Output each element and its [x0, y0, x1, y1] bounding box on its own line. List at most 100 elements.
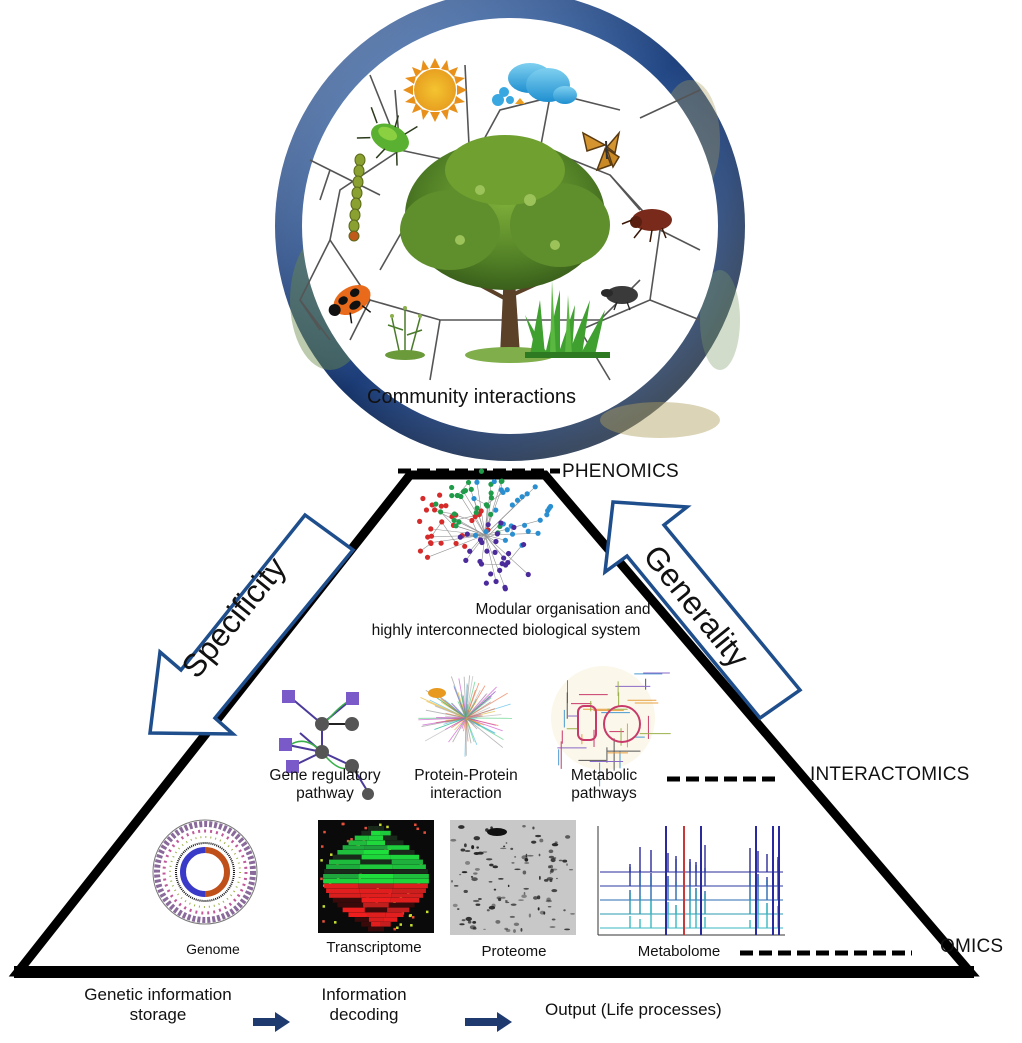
flow-step-decoding-line1: Information	[321, 985, 407, 1004]
heatmap-cell	[373, 826, 379, 831]
grass-icon	[525, 280, 610, 358]
network-node	[443, 503, 449, 509]
ppi-edge	[434, 717, 467, 730]
network-node	[504, 487, 510, 493]
gel-spot	[543, 911, 546, 915]
heatmap-cell	[378, 826, 384, 831]
network-node	[488, 495, 495, 501]
gel-spot	[504, 900, 508, 902]
heatmap-cell	[392, 864, 426, 869]
network-node	[478, 561, 485, 567]
heatmap-cell	[361, 898, 391, 903]
network-node	[493, 578, 499, 585]
ppi-edge	[465, 714, 502, 719]
gel-spot	[551, 889, 558, 893]
heatmap-cell	[378, 926, 384, 932]
gel-spot	[549, 926, 556, 928]
heatmap-cell	[393, 878, 429, 884]
heatmap-spot	[322, 920, 325, 923]
network-edge	[484, 493, 528, 536]
heatmap-cell	[391, 859, 423, 865]
heatmap-spot	[399, 923, 403, 926]
gel-spot	[549, 878, 553, 883]
ppi-edge	[434, 705, 467, 719]
heatmap-cell	[359, 864, 393, 869]
network-node	[498, 520, 504, 526]
network-node	[460, 489, 467, 495]
gel-spot	[556, 877, 558, 880]
network-node	[451, 517, 457, 524]
gel-spot	[513, 929, 516, 933]
network-node	[449, 484, 455, 491]
network-node	[511, 524, 517, 530]
gel-spot	[518, 899, 524, 902]
network-node	[497, 567, 503, 573]
gel-spot	[464, 849, 471, 852]
gel-spot	[514, 868, 521, 871]
heatmap-cell	[354, 917, 369, 922]
heatmap-cell	[348, 840, 367, 845]
gel-spot	[562, 859, 568, 863]
butterfly-icon	[581, 130, 621, 172]
heatmap-cell	[368, 917, 384, 922]
network-edge	[431, 521, 443, 537]
heatmap-cell	[332, 898, 362, 903]
gel-spot	[492, 865, 499, 869]
heatmap-spot	[408, 914, 412, 918]
gel-spot	[453, 884, 459, 887]
aphid-icon	[356, 106, 418, 166]
gel-spot	[522, 824, 526, 828]
network-node	[417, 518, 423, 524]
gel-spot	[514, 855, 517, 858]
gel-spot	[488, 905, 496, 910]
gel-spot	[528, 913, 532, 918]
ppi-edge	[465, 682, 480, 719]
protein-protein-label-line2: interaction	[430, 784, 502, 802]
heatmap-cell	[371, 830, 381, 836]
heatmap-cell	[329, 893, 361, 898]
network-node	[433, 501, 439, 507]
ppi-edge	[465, 717, 485, 726]
heatmap-spot	[320, 859, 323, 862]
specificity-arrow	[148, 512, 356, 736]
network-node	[471, 495, 477, 502]
ppi-edge	[465, 692, 508, 719]
heatmap-spot	[425, 910, 429, 914]
proteome-2d-gel	[450, 820, 576, 935]
gel-spot	[450, 838, 457, 842]
gel-spot	[473, 872, 478, 875]
heatmap-spot	[322, 905, 326, 908]
gel-spot	[551, 843, 559, 847]
network-edge	[457, 482, 469, 496]
gel-spot	[513, 922, 520, 927]
gel-spot	[475, 903, 481, 906]
ppi-edge	[463, 717, 467, 732]
network-node	[547, 503, 554, 510]
network-edge	[427, 534, 486, 558]
network-node	[474, 479, 480, 485]
heatmap-cell	[326, 888, 360, 893]
flow-step-decoding: Information decoding	[321, 985, 406, 1024]
network-node	[478, 508, 484, 514]
gel-spot	[472, 899, 480, 903]
heatmap-cell	[393, 874, 429, 879]
network-node	[438, 540, 444, 546]
network-edge	[484, 534, 497, 582]
network-node	[456, 519, 462, 525]
proteome-label: Proteome	[481, 943, 547, 960]
network-caption-line2: highly interconnected biological system	[371, 622, 641, 639]
flow-step-storage-line2: storage	[129, 1004, 187, 1024]
network-edge	[440, 511, 454, 526]
gel-spot	[509, 915, 515, 918]
gel-spot	[469, 925, 476, 930]
omics-label: OMICS	[940, 936, 1004, 957]
ppi-edge	[465, 717, 496, 726]
ppi-cluster	[428, 688, 446, 698]
network-node	[484, 503, 490, 509]
caterpillar-icon	[348, 153, 366, 242]
gel-spot	[474, 867, 480, 871]
heatmap-spot	[379, 823, 382, 827]
gel-spot	[477, 898, 482, 900]
network-node	[498, 487, 504, 493]
